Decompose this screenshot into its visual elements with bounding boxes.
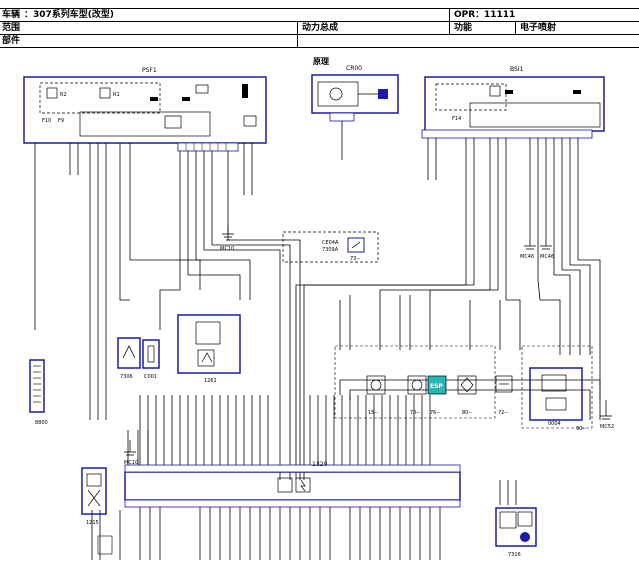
bsi1-box: BSI1 F14 [421, 66, 605, 139]
psf1-pins [177, 142, 239, 152]
c1215-box: 1215 [81, 467, 107, 526]
cr00-label: CR00 [346, 65, 362, 72]
esp-text: ESP [430, 383, 443, 390]
opr-value: 11111 [484, 10, 516, 20]
scope-label: 范围 [2, 23, 21, 33]
function-value: 电子喷射 [520, 23, 557, 33]
psf1-label: PSF1 [142, 67, 157, 74]
c73-label: 73-- [350, 256, 360, 262]
c0001-box: C001 [142, 339, 160, 380]
c1215-label: 1215 [86, 520, 99, 526]
c8800-label: 8800 [35, 420, 48, 426]
ground-mc10a: MC10 [220, 246, 234, 252]
vehicle-label: 车辆 [2, 10, 21, 20]
ground-mc10b: MC10 [124, 460, 138, 466]
c1261-box: 1261 [177, 314, 241, 384]
ce04a-box: CE04A 7309A 73-- [282, 231, 379, 263]
header-row-parts: 部件 [0, 34, 639, 48]
svg-text:F10: F10 [42, 118, 51, 124]
c70-label: 70-- [410, 410, 420, 416]
ce04a-label: CE04A [322, 240, 339, 246]
bsi1-label: BSI1 [510, 66, 524, 73]
c15-label: 15-- [368, 410, 378, 416]
svg-text:F14: F14 [452, 116, 461, 122]
function-label: 功能 [454, 23, 473, 33]
c1320-label: 1320 [312, 461, 327, 468]
svg-text:R2: R2 [60, 92, 67, 98]
principle-label: 原理 [313, 57, 329, 66]
vehicle-value: ：307系列车型(改型) [24, 10, 115, 20]
wire-bundle-lower [91, 480, 517, 560]
ground-mc46b: MC46 [540, 254, 554, 260]
c90-label: 90-- [576, 426, 586, 432]
c8800-box: 8800 [29, 359, 48, 426]
ground-mc52: MC52 [600, 424, 614, 430]
header-row-scope: 范围 动力总成 功能 电子喷射 [0, 21, 639, 34]
c0001-label: C001 [144, 374, 157, 380]
c0004-box: 0004 90-- [521, 345, 593, 432]
c76-label: 76-- [430, 410, 440, 416]
module-row: 15-- ESP 70-- 76-- 80-- 72-- [334, 345, 513, 419]
c7316-label: 7316 [508, 552, 521, 558]
cr00-box: CR00 [311, 65, 399, 122]
c1320-box: 1320 [124, 461, 461, 508]
c7316-box: 7316 [495, 507, 537, 558]
ce04a-sublabel: 7309A [322, 247, 339, 253]
ground-mc46a: MC46 [520, 254, 534, 260]
svg-text:R1: R1 [113, 92, 120, 98]
c72-label: 72-- [498, 410, 508, 416]
c0004-label: 0004 [548, 421, 561, 427]
c7306-box: 7306 [117, 337, 141, 380]
psf1-box: PSF1 R2 R1 F10 F9 [23, 67, 267, 144]
header-row-vehicle: 车辆 ：307系列车型(改型) OPR： 11111 [0, 8, 639, 21]
wire-routing [119, 225, 601, 480]
c7306-label: 7306 [120, 374, 133, 380]
c80-label: 80-- [462, 410, 472, 416]
wire-bundle-top [34, 121, 579, 420]
ground-symbols [124, 215, 612, 456]
header-table: 车辆 ：307系列车型(改型) OPR： 11111 范围 动力总成 功能 电子… [0, 8, 639, 54]
svg-text:F9: F9 [58, 118, 64, 124]
scope-value: 动力总成 [302, 23, 339, 33]
c1261-label: 1261 [204, 378, 217, 384]
parts-label: 部件 [2, 36, 21, 46]
opr-label: OPR： [454, 10, 485, 20]
wire-bundle-bottom [127, 379, 601, 465]
